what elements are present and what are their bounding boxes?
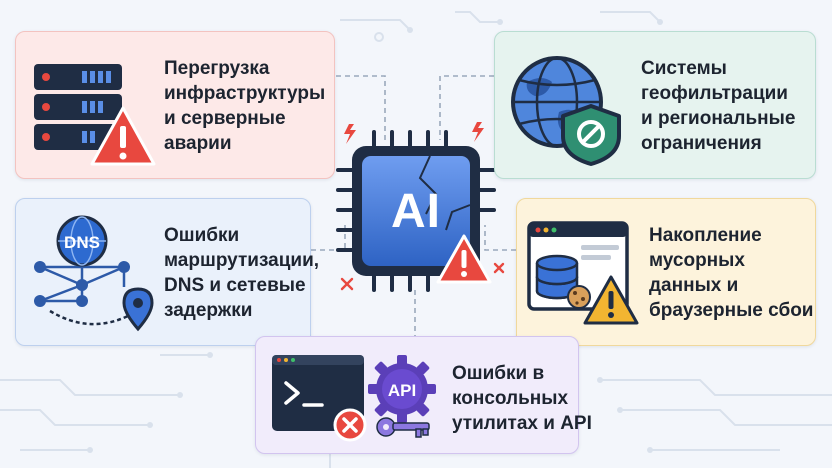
card-browser-junk: Накопление мусорных данных и браузерные … xyxy=(516,198,816,346)
api-badge-text: API xyxy=(388,381,416,400)
warning-icon xyxy=(583,275,639,325)
server-rack-icon xyxy=(34,64,156,166)
card-infrastructure-overload: Перегрузка инфраструктуры и серверные ав… xyxy=(15,31,335,179)
warning-icon xyxy=(90,106,156,166)
card-console-api: API Ошибки в консольных утилитах и API xyxy=(255,336,592,454)
api-gear-icon: API xyxy=(368,355,436,423)
dns-badge-text: DNS xyxy=(64,233,100,252)
ai-chip-label: AI xyxy=(391,184,441,238)
card-geofilter-text: Системы геофильтрации и региональные огр… xyxy=(641,58,796,154)
cookie-icon xyxy=(567,285,591,309)
card-browser-text: Накопление мусорных данных и браузерные … xyxy=(649,225,814,321)
globe-shield-icon xyxy=(511,56,621,166)
card-geofilter: Системы геофильтрации и региональные огр… xyxy=(494,31,816,179)
location-pin-icon xyxy=(122,287,154,332)
key-icon xyxy=(376,417,430,438)
browser-database-icon xyxy=(527,221,639,325)
card-routing-text: Ошибки маршрутизации, DNS и сетевые заде… xyxy=(164,225,320,321)
terminal-api-icon: API xyxy=(272,355,436,442)
card-infrastructure-text: Перегрузка инфраструктуры и серверные ав… xyxy=(164,58,326,154)
card-console-text: Ошибки в консольных утилитах и API xyxy=(452,363,592,434)
card-routing-dns: DNS Ошибки маршрутизации, DNS и сетевые … xyxy=(15,198,319,346)
network-dns-icon: DNS xyxy=(34,215,154,332)
error-x-icon xyxy=(333,408,367,442)
